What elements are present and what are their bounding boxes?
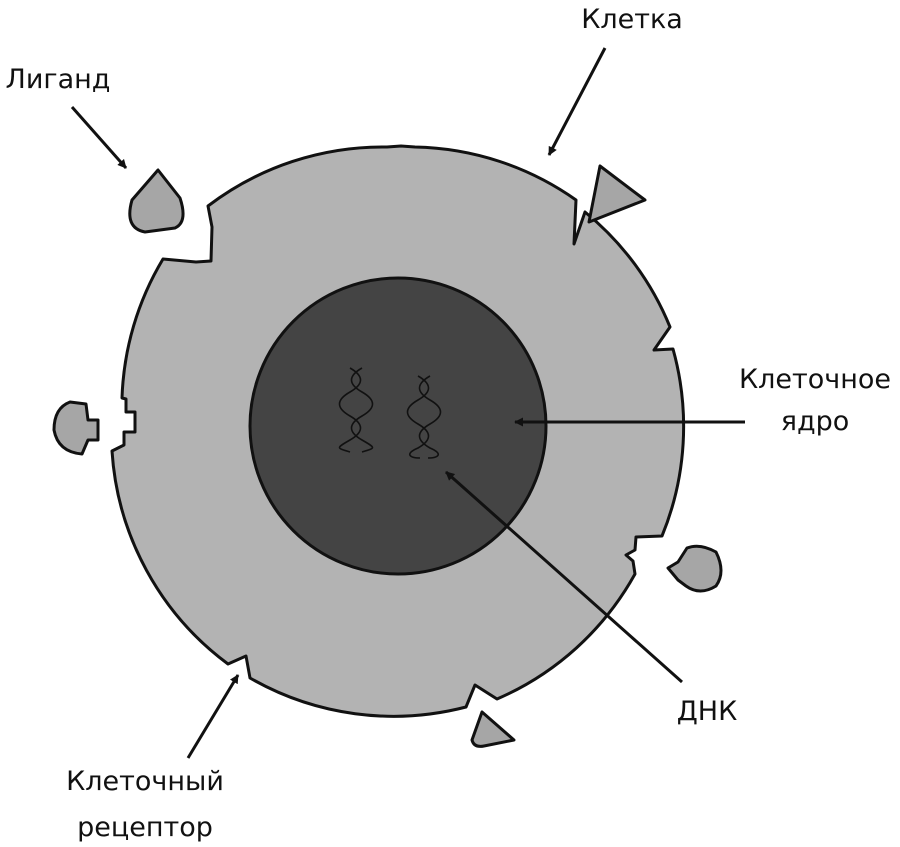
dna-helix-left (338, 367, 374, 453)
label-receptor-line2: рецептор (77, 812, 213, 843)
ligand-triangle-left (128, 168, 185, 234)
label-cell: Клетка (581, 4, 683, 35)
cell-nucleus (248, 276, 548, 576)
ligand-triangle-right (587, 164, 647, 224)
arrow-dna (445, 470, 683, 684)
label-receptor-line1: Клеточный (66, 766, 224, 797)
arrow-ligand (70, 106, 128, 169)
ligand-key-right (666, 544, 723, 593)
label-nucleus-line2: ядро (781, 406, 850, 437)
ligand-key-left (52, 400, 100, 456)
label-ligand: Лиганд (6, 64, 111, 95)
ligand-triangle-bottom (470, 710, 516, 748)
label-nucleus-line1: Клеточное (739, 364, 891, 395)
arrow-cell (547, 47, 607, 156)
label-dna: ДНК (677, 696, 738, 727)
dna-helix-right (406, 375, 442, 459)
arrow-receptor (186, 674, 240, 759)
